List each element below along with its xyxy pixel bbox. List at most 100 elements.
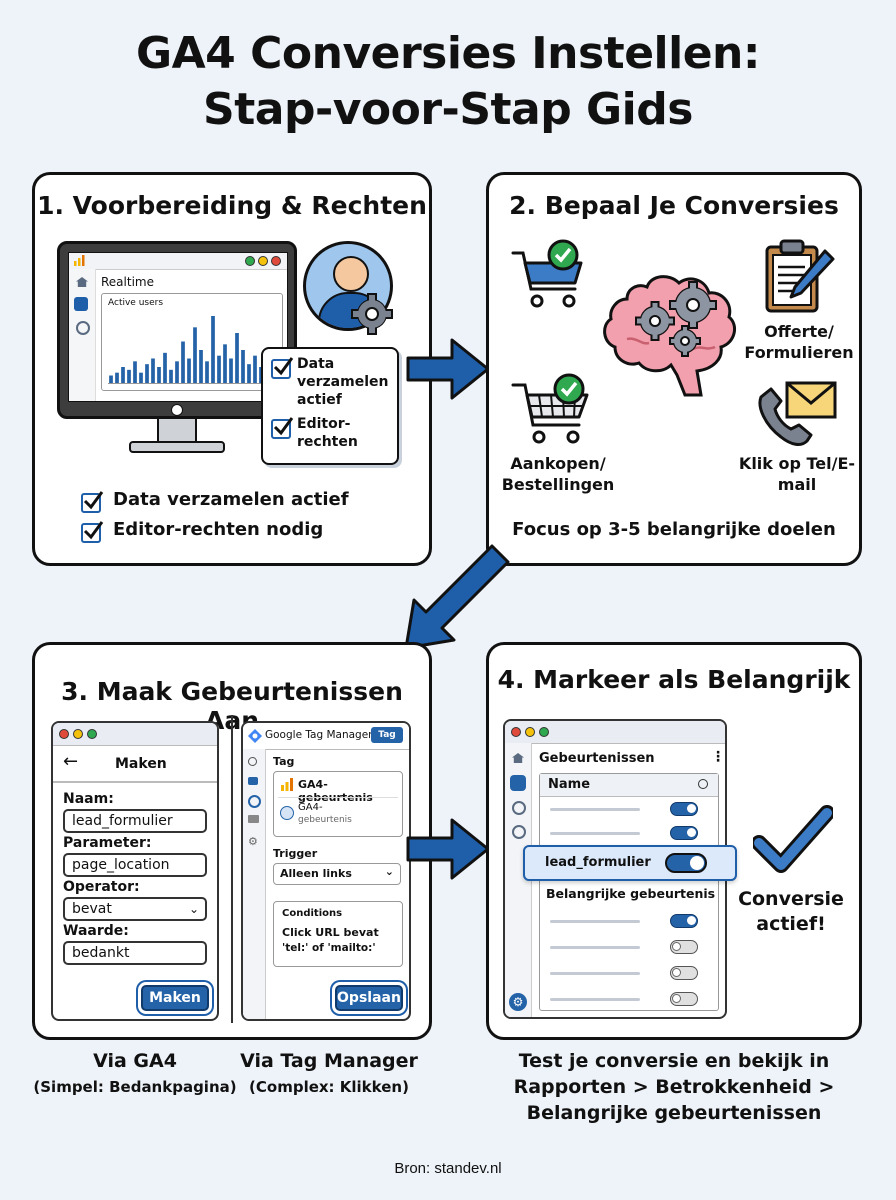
caption-ga4-sub: (Simpel: Bedankpagina) [33,1078,237,1096]
window-dot-red [511,727,521,737]
event-toggle-on[interactable] [670,826,698,840]
chart-bar [127,369,131,384]
event-toggle-on[interactable] [665,853,707,873]
chart-bar [175,361,179,384]
arrow-right-icon [406,818,490,880]
save-button[interactable]: Opslaan [335,985,403,1011]
chart-bar [199,350,203,384]
window-dot-yellow [73,729,83,739]
advertising-icon[interactable] [512,825,526,839]
events-header: Gebeurtenissen [539,751,655,766]
name-input[interactable]: lead_formulier [63,809,207,833]
explore-icon[interactable] [76,321,90,335]
caption-gtm-title: Via Tag Manager [240,1050,418,1072]
event-toggle-on[interactable] [670,802,698,816]
trigger-select[interactable]: Alleen links ⌄ [273,863,401,885]
highlighted-event-row[interactable]: lead_formulier [523,845,737,881]
window-dot-green [87,729,97,739]
home-icon[interactable] [512,753,524,763]
ga4-create-event-window: ← Maken Naam: lead_formulier Parameter: … [51,721,219,1021]
events-sidebar: ⚙ [505,743,532,1017]
window-dot-yellow [258,256,268,266]
back-arrow-icon[interactable]: ← [63,751,79,772]
caption-test-line-3: Belangrijke gebeurtenissen [526,1102,822,1124]
analytics-logo-icon [74,255,85,266]
trigger-label: Trigger [273,847,318,860]
checkbox-checked-icon [271,417,294,439]
trigger-value: Alleen links [280,867,352,880]
chart-bar [217,355,221,384]
ga-sidebar [69,269,96,401]
tag-box[interactable]: GA4-gebeurtenis GA4- gebeurtenis [273,771,403,837]
monitor-icon: Realtime Active users [57,241,297,465]
chart-bar [211,316,215,384]
chart-bar [157,367,161,384]
event-toggle-on[interactable] [670,914,698,928]
analytics-logo-icon [281,778,293,791]
chart-bar [247,364,251,384]
event-toggle-off[interactable] [670,992,698,1006]
card-create-events: 3. Maak Gebeurtenissen Aan ← Maken Naam:… [32,642,432,1040]
more-options-icon[interactable]: ⋮ [711,749,725,765]
check-item-1: Data verzamelen actief [113,489,349,510]
trigger-icon[interactable] [248,795,261,808]
chart-bar [151,358,155,384]
title-line-1: GA4 Conversies Instellen: [136,28,760,79]
value-input[interactable]: bedankt [63,941,207,965]
chart-bar [253,355,257,384]
folder-icon[interactable] [248,815,259,823]
card-mark-important: 4. Markeer als Belangrijk ⚙ Gebeurteniss… [486,642,862,1040]
conditions-text-2: 'tel:' of 'mailto:' [282,942,376,954]
clipboard-pen-icon [765,239,835,313]
gtm-tag-badge[interactable]: Tag [371,727,403,743]
operator-value: bevat [72,901,112,917]
create-button[interactable]: Maken [141,985,209,1011]
card-conversions: 2. Bepaal Je Conversies [486,172,862,566]
checkbox-checked-icon [81,491,104,513]
explore-icon[interactable] [512,801,526,815]
search-icon[interactable] [698,779,708,789]
operator-label: Operator: [63,879,140,895]
window-dot-red [59,729,69,739]
gtm-header: Google Tag Manager [265,729,373,741]
shopping-cart-check-icon [511,239,583,308]
home-icon[interactable] [76,277,88,287]
conditions-text-1: Click URL bevat [282,926,379,939]
conversion-calls-label: Klik op Tel/E-mail [738,454,856,494]
window-dot-green [245,256,255,266]
power-button [171,404,183,416]
reports-icon[interactable] [510,775,526,791]
event-toggle-off[interactable] [670,940,698,954]
tag-label: Tag [273,755,295,768]
tag-icon[interactable] [248,777,258,785]
chevron-down-icon: ⌄ [188,902,199,916]
conversion-quotes-label: Offerte/ Formulieren [744,322,854,362]
callout-item-1: Data verzamelen actief [297,356,389,408]
operator-select[interactable]: bevat ⌄ [63,897,207,921]
realtime-label: Realtime [101,275,154,289]
chart-bar [163,352,167,384]
tag-sub-1: GA4- [298,802,323,813]
value-label: Waarde: [63,923,129,939]
shopping-cart-check-icon [511,373,589,444]
card-2-footer: Focus op 3-5 belangrijke doelen [512,519,836,540]
conversion-purchases-label: Aankopen/ Bestellingen [501,454,615,494]
title-line-2: Stap-voor-Stap Gids [203,84,693,135]
important-section-label: Belangrijke gebeurtenis [546,886,716,901]
reports-icon[interactable] [74,297,88,311]
tag-name: GA4-gebeurtenis [298,778,373,804]
gtm-sidebar: ⚙ [243,749,266,1019]
panel-divider [231,715,233,1023]
parameter-input[interactable]: page_location [63,853,207,877]
search-icon[interactable] [248,757,257,766]
gtm-logo-icon [248,729,262,743]
chart-bar [181,341,185,384]
chart-bar [145,364,149,384]
event-toggle-off[interactable] [670,966,698,980]
gear-icon [351,293,393,335]
caption-test-line-1: Test je conversie en bekijk in [518,1050,830,1072]
settings-gear-icon[interactable]: ⚙ [509,993,527,1011]
gear-icon[interactable]: ⚙ [248,835,258,848]
parameter-label: Parameter: [63,835,152,851]
requirements-callout: Data verzamelen actief Editor-rechten [261,347,399,465]
